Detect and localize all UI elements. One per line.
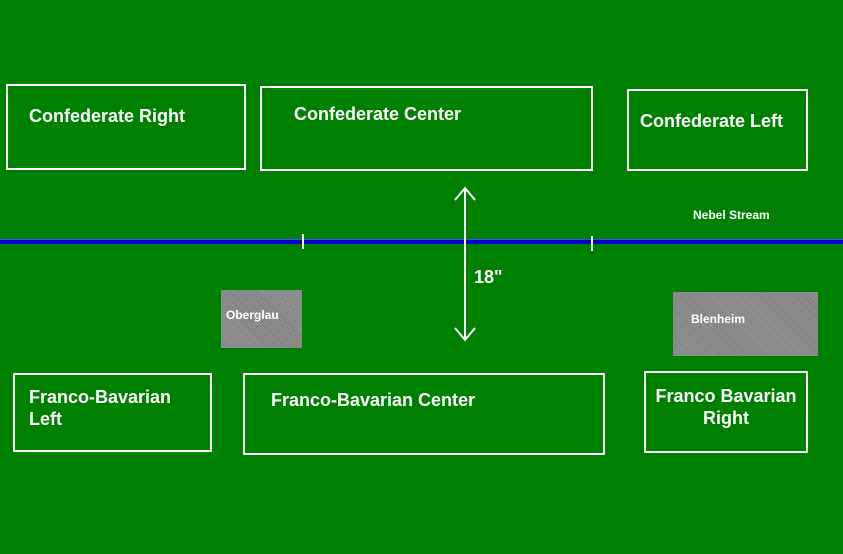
franco-bavarian-center-zone: Franco-Bavarian Center — [243, 373, 605, 455]
confederate-right-label: Confederate Right — [29, 106, 186, 126]
confederate-center-zone: Confederate Center — [260, 86, 593, 171]
oberglau-town: Oberglau — [221, 290, 302, 348]
franco-bavarian-right-label: Franco Bavarian Right — [655, 386, 797, 428]
blenheim-town: Blenheim — [673, 292, 818, 356]
franco-bavarian-left-zone: Franco-Bavarian Left — [13, 373, 212, 452]
confederate-left-label: Confederate Left — [640, 111, 784, 131]
oberglau-label: Oberglau — [226, 308, 279, 322]
double-arrow-icon — [454, 186, 476, 342]
confederate-center-label: Confederate Center — [294, 104, 462, 124]
distance-label: 18" — [474, 267, 503, 287]
nebel-stream — [0, 239, 843, 244]
franco-bavarian-right-zone: Franco Bavarian Right — [644, 371, 808, 453]
stream-label: Nebel Stream — [693, 208, 770, 222]
stream-crossing-west — [302, 234, 304, 249]
stream-crossing-east — [591, 236, 593, 251]
franco-bavarian-left-label: Franco-Bavarian Left — [29, 387, 172, 429]
franco-bavarian-center-label: Franco-Bavarian Center — [271, 390, 476, 410]
confederate-left-zone: Confederate Left — [627, 89, 808, 171]
blenheim-label: Blenheim — [691, 312, 746, 326]
confederate-right-zone: Confederate Right — [6, 84, 246, 170]
